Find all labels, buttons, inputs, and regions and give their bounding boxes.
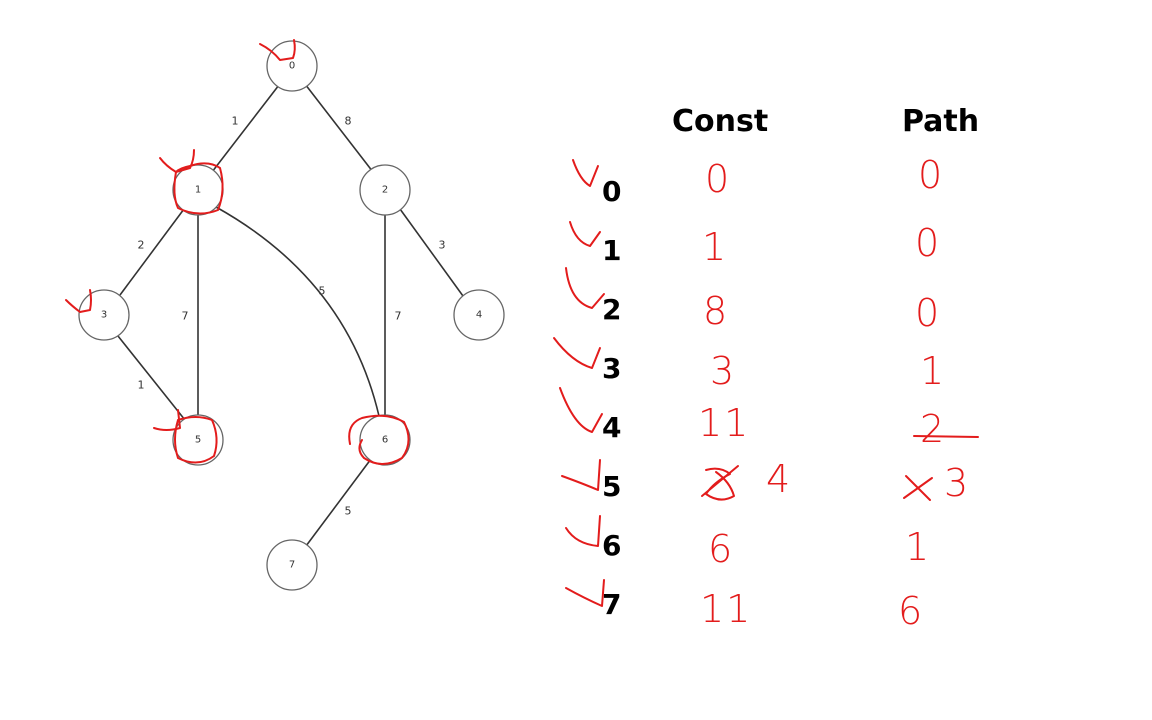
path-value-3: 1 (920, 349, 947, 393)
row-index-4: 4 (602, 411, 622, 444)
cost-value-6: 6 (708, 527, 735, 571)
edge-weight-0-2: 8 (345, 115, 352, 128)
cost-value-3: 3 (710, 349, 737, 393)
cost-value-0: 0 (705, 157, 732, 201)
path-value-0: 0 (918, 153, 945, 197)
graph-node-5: 5 (172, 414, 224, 466)
edge-weight-1-6: 5 (319, 285, 326, 298)
edge-1-3 (119, 208, 185, 296)
row-index-6: 6 (602, 529, 622, 562)
node-label-7: 7 (289, 560, 295, 571)
cost-value-1: 1 (702, 225, 729, 269)
check-mark-node-0 (259, 39, 296, 61)
edge-6-7 (305, 458, 372, 547)
edge-2-4 (399, 208, 464, 297)
cost-value-2: 8 (703, 289, 730, 333)
handwritten-annotations (65, 39, 410, 465)
cost-value-4: 11 (698, 401, 751, 445)
crossed-out-cost-5 (701, 465, 739, 501)
path-value-5: 3 (944, 461, 971, 505)
row-index-5: 5 (602, 470, 622, 503)
row-index-1: 1 (602, 234, 622, 267)
row-index-0: 0 (602, 175, 622, 208)
node-label-0: 0 (289, 61, 295, 72)
node-label-6: 6 (382, 435, 388, 446)
edge-weight-0-1: 1 (232, 115, 239, 128)
row-index-7: 7 (602, 588, 622, 621)
circle-node-6 (348, 414, 410, 465)
edge-weight-3-5: 1 (138, 379, 145, 392)
circle-node-5 (174, 416, 218, 464)
crossed-out-path-5 (903, 475, 933, 501)
graph-node-3: 3 (78, 289, 130, 341)
path-value-4: 2 (920, 407, 947, 451)
node-label-2: 2 (382, 185, 388, 196)
path-value-4-underline (913, 435, 979, 438)
cost-column-header: Const (672, 104, 769, 139)
row-check-marks (553, 159, 605, 607)
node-label-1: 1 (195, 185, 201, 196)
edge-weight-6-7: 5 (345, 505, 352, 518)
nodes: 0 1 2 3 4 5 6 7 (78, 40, 505, 591)
edge-weights: 1 8 2 7 5 7 3 1 5 (138, 115, 446, 518)
graph-node-4: 4 (453, 289, 505, 341)
row-check-mark-3 (553, 337, 601, 369)
path-value-6: 1 (905, 525, 932, 569)
edge-weight-1-3: 2 (138, 239, 145, 252)
edges (117, 83, 464, 547)
path-value-2: 0 (915, 291, 942, 335)
edge-0-1 (211, 84, 280, 173)
row-check-mark-7 (565, 579, 605, 607)
edge-weight-2-6: 7 (395, 310, 402, 323)
path-value-1: 0 (915, 221, 942, 265)
weighted-graph: 1 8 2 7 5 7 3 1 5 0 1 2 3 4 (65, 39, 505, 591)
circle-node-1 (173, 162, 224, 215)
path-column-header: Path (902, 104, 980, 139)
node-label-5: 5 (195, 435, 201, 446)
path-value-7: 6 (898, 589, 925, 633)
edge-0-2 (304, 83, 374, 173)
row-check-mark-1 (569, 221, 601, 247)
row-index-2: 2 (602, 293, 622, 326)
check-mark-node-3 (65, 289, 92, 313)
check-mark-node-1 (159, 149, 195, 173)
row-check-mark-6 (565, 515, 601, 547)
graph-node-2: 2 (359, 164, 411, 216)
node-label-4: 4 (476, 310, 482, 321)
cost-value-7: 11 (700, 587, 753, 631)
row-check-mark-2 (565, 267, 605, 309)
edge-3-5 (117, 335, 186, 421)
check-mark-node-5 (153, 409, 181, 431)
graph-node-6: 6 (359, 414, 411, 466)
node-label-3: 3 (101, 310, 107, 321)
graph-node-7: 7 (266, 539, 318, 591)
row-check-mark-5 (561, 459, 601, 491)
graph-node-0: 0 (266, 40, 318, 92)
graph-node-1: 1 (172, 164, 224, 216)
edge-weight-1-5: 7 (182, 310, 189, 323)
edge-weight-2-4: 3 (439, 239, 446, 252)
cost-value-5: 4 (766, 457, 793, 501)
row-check-mark-0 (572, 159, 599, 187)
edge-1-6 (215, 206, 380, 417)
row-index-3: 3 (602, 352, 622, 385)
row-check-mark-4 (559, 387, 603, 433)
